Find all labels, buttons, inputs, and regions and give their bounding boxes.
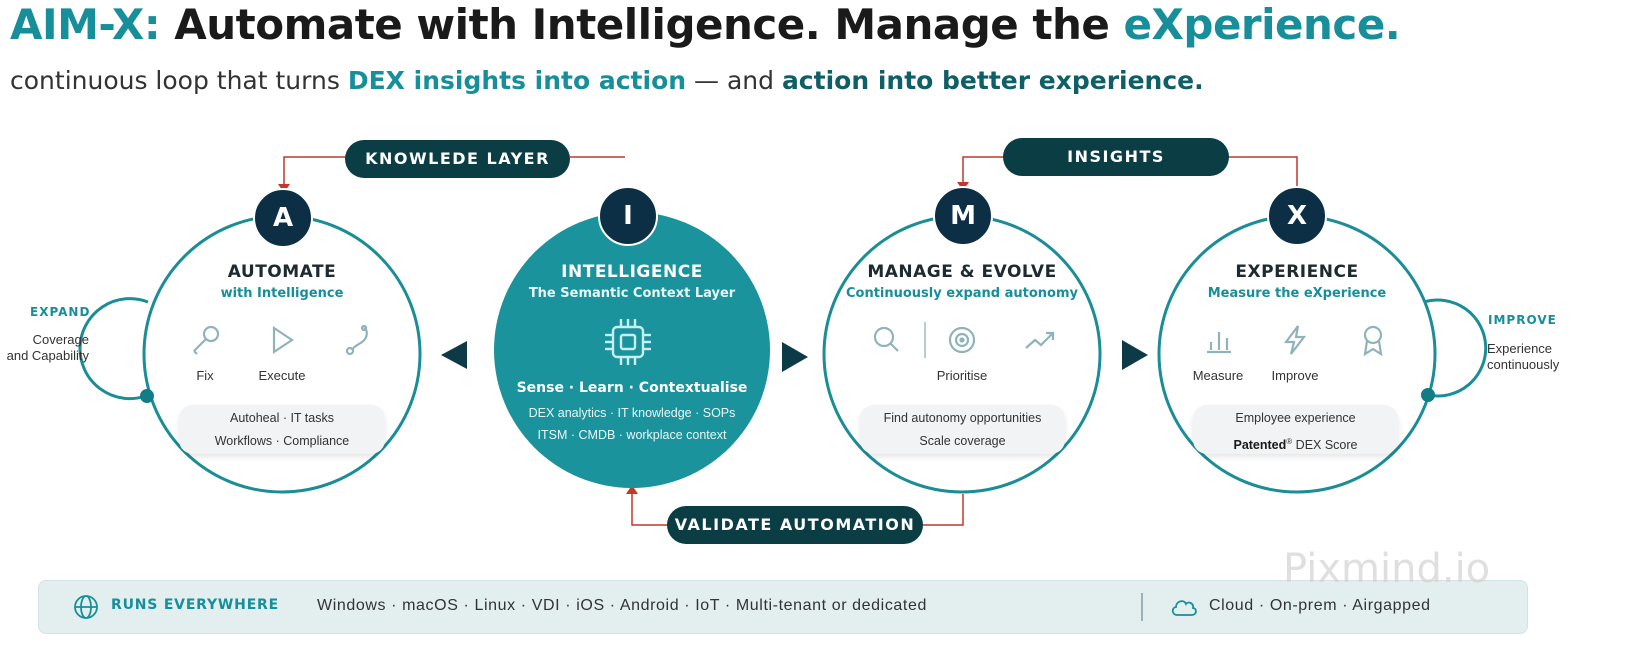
knowledge-connector-left (283, 156, 346, 184)
runs-everywhere-bar: RUNS EVERYWHERE Windows · macOS · Linux … (38, 580, 1528, 634)
footer-divider (1141, 593, 1143, 621)
experience-subtitle: Measure the eXperience (1207, 286, 1387, 301)
automate-title: AUTOMATE (227, 262, 337, 282)
experience-box-line-2: Patented® DEX Score (1193, 430, 1398, 457)
intelligence-steps: Sense · Learn · Contextualise (516, 380, 748, 396)
right-arrow-icon (1122, 340, 1148, 370)
watermark: Pixmind.io (1283, 546, 1491, 592)
validate-connector-left (631, 492, 668, 526)
expand-heading: EXPAND (30, 305, 91, 319)
manage-capabilities-box: Find autonomy opportunities Scale covera… (860, 405, 1065, 454)
page-subtitle: continuous loop that turns DEX insights … (10, 64, 1204, 98)
improve-loop-arc (1423, 298, 1488, 398)
insights-connector-right (1228, 156, 1298, 188)
intelligence-sources-2: ITSM · CMDB · workplace context (537, 428, 727, 442)
automate-box-line-2: Workflows · Compliance (214, 434, 350, 448)
prioritise-label: Prioritise (936, 368, 988, 383)
automate-subtitle: with Intelligence (220, 286, 344, 301)
experience-box-line-1: Employee experience (1235, 411, 1356, 425)
cloud-icon (1169, 594, 1199, 620)
trend-up-icon (1020, 320, 1060, 360)
knowledge-layer-pill: KNOWLEDE LAYER (345, 140, 570, 178)
left-arrow-icon (441, 341, 467, 369)
automate-box-line-1: Autoheal · IT tasks (230, 411, 334, 425)
intelligence-sources-1: DEX analytics · IT knowledge · SOPs (528, 406, 736, 420)
registered-mark: ® (1286, 437, 1293, 446)
badge-m: M (933, 186, 993, 246)
expand-loop-arc (78, 297, 149, 401)
insights-connector-left (962, 156, 1004, 182)
expand-line-1: Coverage (32, 332, 89, 347)
measure-label: Measure (1192, 368, 1244, 383)
lightning-icon (1275, 320, 1315, 360)
validate-automation-pill: VALIDATE AUTOMATION (667, 506, 923, 544)
runs-everywhere-label: RUNS EVERYWHERE (111, 597, 280, 613)
intelligence-subtitle: The Semantic Context Layer (528, 286, 736, 301)
improve-label: Improve (1271, 368, 1319, 383)
experience-title: EXPERIENCE (1235, 262, 1359, 282)
title-accent: eXperience. (1123, 0, 1401, 49)
connector-lines (283, 156, 1298, 526)
deployment-options: Cloud · On-prem · Airgapped (1209, 597, 1431, 614)
expand-line-2: and Capability (6, 348, 89, 363)
insights-pill: INSIGHTS (1003, 138, 1229, 176)
icon-divider (924, 322, 926, 358)
chip-icon (601, 315, 655, 369)
subtitle-pre: continuous loop that turns (10, 66, 340, 95)
badge-i: I (598, 186, 658, 246)
badge-a: A (253, 188, 313, 248)
improve-line-2: continuously (1487, 357, 1560, 372)
manage-subtitle: Continuously expand autonomy (845, 286, 1079, 301)
automate-capabilities-box: Autoheal · IT tasks Workflows · Complian… (179, 405, 385, 454)
manage-title: MANAGE & EVOLVE (867, 262, 1057, 282)
patented-label: Patented (1233, 438, 1287, 453)
improve-text: Experience continuously (1487, 341, 1559, 373)
badge-x: X (1267, 186, 1327, 246)
expand-loop-dot (140, 389, 154, 403)
arrowhead-i (626, 485, 638, 494)
execute-label: Execute (258, 368, 306, 383)
stethoscope-icon (338, 320, 378, 360)
manage-box-line-1: Find autonomy opportunities (883, 411, 1042, 425)
subtitle-mid: — and (694, 66, 774, 95)
right-arrow-icon (782, 342, 808, 372)
fix-label: Fix (196, 368, 214, 383)
title-main: Automate with Intelligence. Manage the (174, 0, 1110, 49)
improve-loop-dot (1421, 388, 1435, 402)
validate-connector-right (922, 494, 964, 526)
dex-score-label: DEX Score (1295, 438, 1358, 453)
platforms-list: Windows · macOS · Linux · VDI · iOS · An… (317, 597, 927, 614)
award-icon (1353, 320, 1393, 360)
bar-chart-icon (1199, 320, 1239, 360)
target-icon (942, 320, 982, 360)
expand-text: Coverage and Capability (0, 332, 89, 364)
subtitle-highlight-1: DEX insights into action (347, 66, 687, 95)
title-brand: AIM-X: (10, 0, 161, 49)
improve-heading: IMPROVE (1488, 313, 1557, 327)
subtitle-highlight-2: action into better experience. (781, 66, 1204, 95)
improve-line-1: Experience (1487, 341, 1553, 356)
globe-icon (73, 594, 99, 620)
manage-box-line-2: Scale coverage (919, 434, 1006, 448)
experience-capabilities-box: Employee experience Patented® DEX Score (1193, 405, 1398, 454)
search-icon (866, 320, 906, 360)
intelligence-title: INTELLIGENCE (561, 262, 703, 282)
play-icon (262, 320, 302, 360)
page-title: AIM-X: Automate with Intelligence. Manag… (10, 0, 1401, 50)
wrench-icon (186, 320, 226, 360)
